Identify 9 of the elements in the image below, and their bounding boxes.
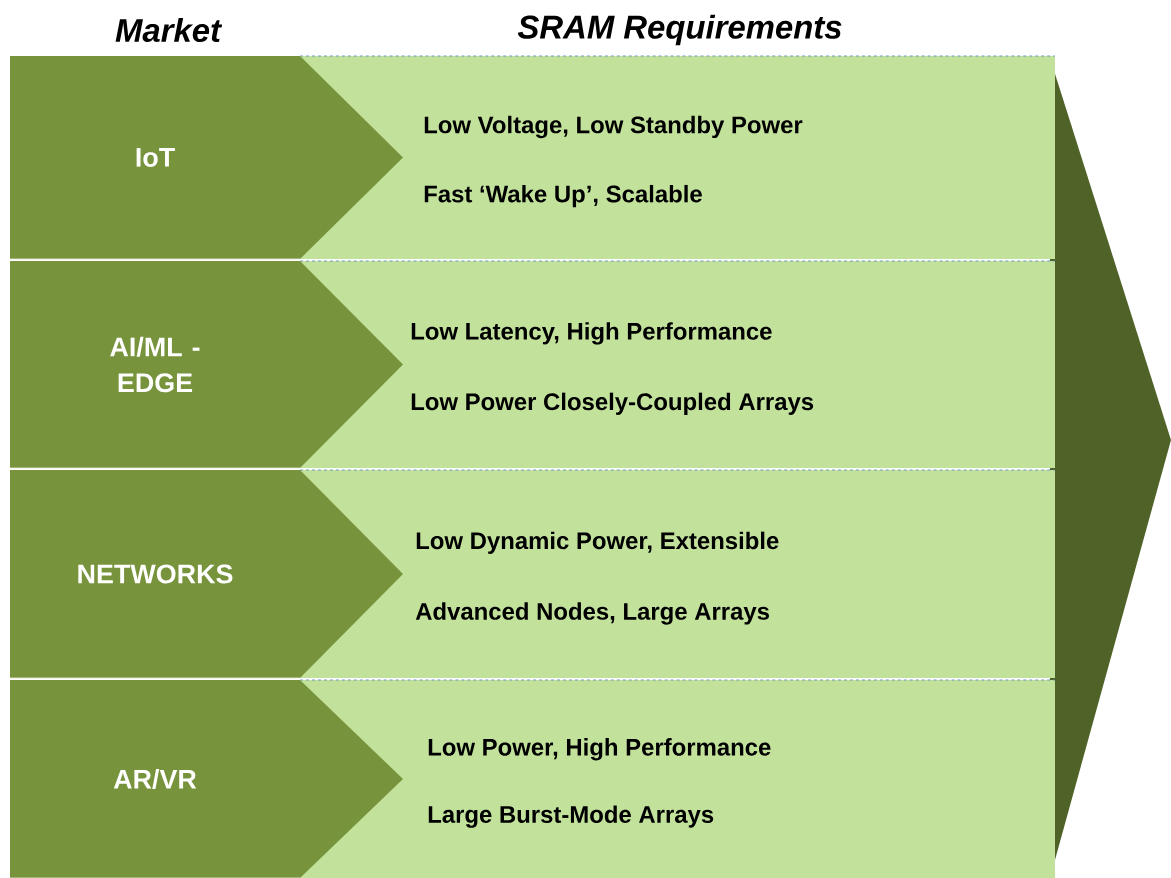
requirement-band: Low Power, High Performance Large Burst-Mode Arrays: [299, 679, 1056, 878]
pentagon-box: AI/ML - EDGE: [9, 261, 403, 469]
pentagon-box: IoT: [9, 56, 403, 260]
requirement-band: Low Voltage, Low Standby Power Fast ‘Wake Up’, Scalable: [299, 55, 1056, 259]
requirement-band: Low Latency, High Performance Low Power Closely-Coupled Arrays: [299, 260, 1056, 468]
pentagon-box: NETWORKS: [9, 470, 403, 679]
requirement-band: Low Dynamic Power, Extensible Advanced Nodes, Large Arrays: [299, 469, 1056, 678]
column-heading: Market: [115, 17, 223, 43]
pentagon-box: AR/VR: [9, 680, 403, 878]
